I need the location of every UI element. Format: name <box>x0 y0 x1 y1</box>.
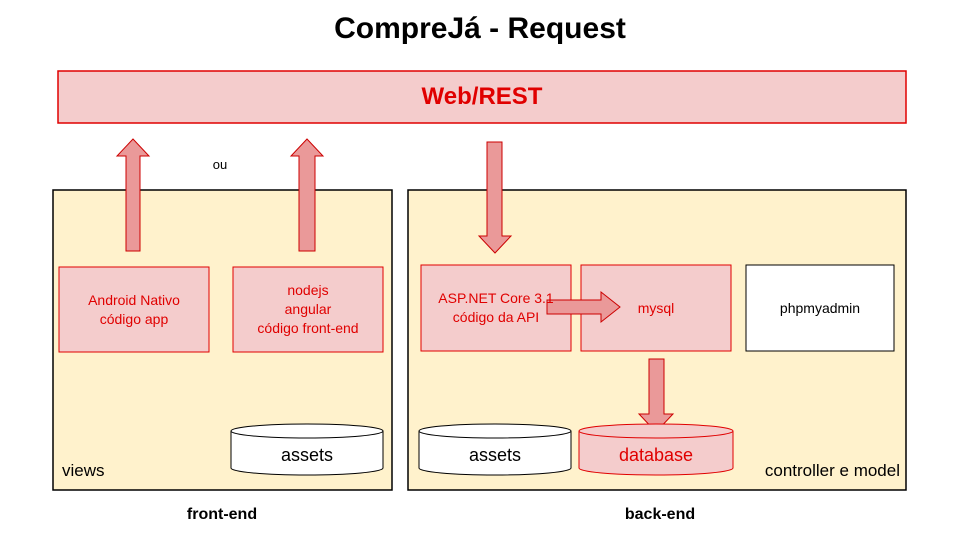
backend-assets-label: assets <box>468 444 522 465</box>
nodejs-box <box>232 266 384 353</box>
android-box <box>58 266 210 353</box>
web-down-arrow <box>477 141 513 254</box>
backend-assets-cylinder <box>418 423 572 476</box>
android-up-arrow <box>115 138 151 252</box>
mysql-label: mysql <box>637 300 675 316</box>
phpmyadmin-label: phpmyadmin <box>779 300 861 316</box>
aspnet-to-mysql-arrow <box>546 290 621 324</box>
aspnet-box <box>420 264 572 352</box>
android-label: Android Nativo código app <box>88 291 180 327</box>
diagram-title: CompreJá - Request <box>334 12 626 45</box>
backend-container-label: controller e model <box>764 461 900 480</box>
aspnet-label: ASP.NET Core 3.1 código da API <box>438 290 554 325</box>
nodejs-up-arrow <box>289 138 325 252</box>
frontend-assets-label: assets <box>280 444 334 465</box>
mysql-to-database-arrow <box>637 358 675 433</box>
frontend-assets-cylinder <box>230 423 384 476</box>
frontend-section-label: front-end <box>186 506 258 523</box>
web-rest-bar <box>57 70 907 124</box>
backend-section-label: back-end <box>624 506 696 523</box>
frontend-container-label: views <box>62 461 105 480</box>
or-label: ou <box>212 156 228 172</box>
database-cylinder <box>578 423 734 476</box>
nodejs-label: nodejs angular código front-end <box>257 282 359 336</box>
web-rest-label: Web/REST <box>421 83 543 110</box>
phpmyadmin-box <box>745 264 895 352</box>
database-label: database <box>618 444 694 465</box>
